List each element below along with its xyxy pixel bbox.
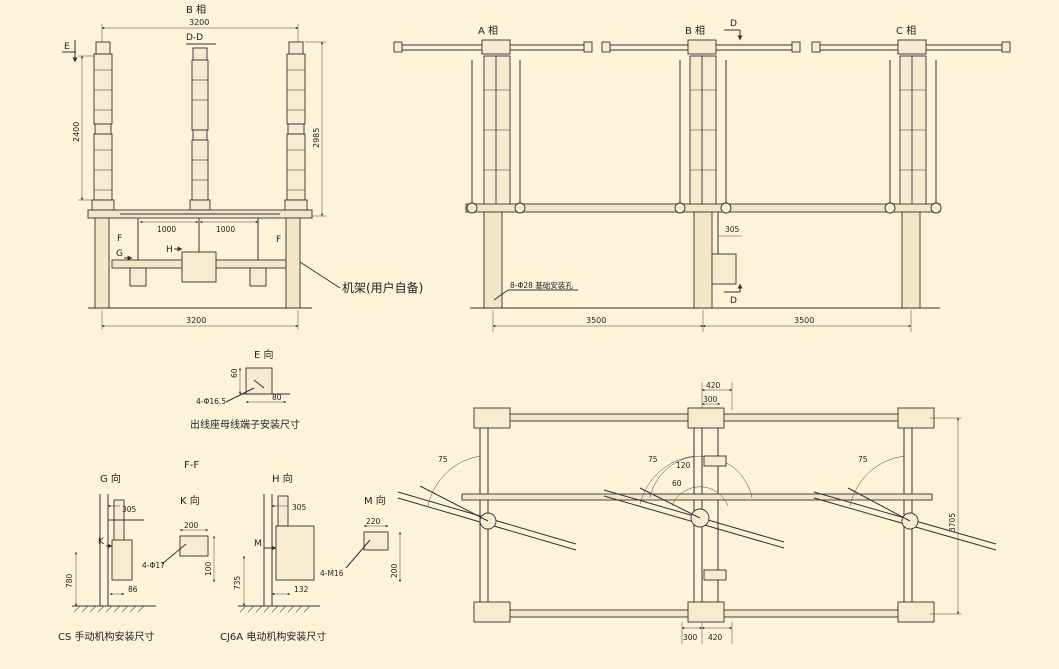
side-span-1: 3500 — [586, 316, 606, 325]
m-view-dim-200: 200 — [390, 563, 399, 578]
plan-view: 420 300 — [397, 381, 997, 644]
front-e-marker: E — [64, 42, 70, 52]
e-view-title: E 向 — [254, 348, 274, 361]
k-view: K 向 200 100 4-Φ17 — [142, 494, 216, 583]
k-view-hole: 4-Φ17 — [142, 561, 165, 570]
front-span-right: 1000 — [216, 225, 235, 234]
side-arm-a — [393, 39, 593, 55]
plan-angle-120: 120 — [676, 461, 691, 470]
front-span-left: 1000 — [157, 225, 176, 234]
front-bottom-dim: 3200 — [186, 316, 206, 325]
side-marker-d-bottom: D — [730, 296, 737, 306]
g-view-dim-305: 305 — [122, 505, 137, 514]
front-frame-note: 机架(用户自备) — [342, 280, 423, 295]
m-view-hole: 4-M16 — [320, 569, 344, 578]
plan-angle-60: 60 — [672, 479, 682, 488]
plan-angle-left: 75 — [438, 455, 448, 464]
h-view-caption: CJ6A 电动机构安装尺寸 — [220, 630, 326, 643]
side-motor-box — [711, 253, 737, 285]
k-view-dim-100: 100 — [204, 561, 213, 576]
side-arm-b — [601, 39, 801, 55]
front-section-label: D-D — [186, 33, 203, 43]
e-view-hole: 4-Φ16.5 — [196, 397, 226, 406]
front-marker-f-right: F — [276, 235, 281, 245]
plan-angle-mid: 75 — [648, 455, 658, 464]
h-motor-box — [275, 525, 315, 581]
front-left-insulator — [91, 41, 115, 211]
side-arm-c — [811, 39, 1011, 55]
m-view-title: M 向 — [364, 494, 386, 507]
h-view-dim-305: 305 — [292, 503, 307, 512]
h-view-title: H 向 — [272, 472, 293, 485]
side-phase-a: A 相 — [478, 24, 498, 37]
g-view: G 向 305 K 780 86 CS 手动机构安装尺寸 — [58, 472, 156, 643]
front-phase-label: B 相 — [186, 3, 206, 16]
g-view-marker-k: K — [98, 537, 105, 547]
front-middle-insulator — [189, 47, 211, 211]
g-view-dim-780: 780 — [65, 573, 74, 588]
side-hole-note: 8-Φ28 基础安装孔 — [510, 280, 573, 290]
g-view-dim-86: 86 — [128, 585, 138, 594]
g-view-caption: CS 手动机构安装尺寸 — [58, 630, 155, 643]
front-motor-box — [181, 251, 217, 283]
plan-dim-3705: 3705 — [948, 513, 957, 532]
side-dim-305: 305 — [725, 225, 740, 234]
e-view-caption: 出线座母线端子安装尺寸 — [190, 418, 300, 431]
h-view-dim-132: 132 — [294, 585, 309, 594]
plan-blade-c — [813, 487, 997, 551]
plan-dim-420-top: 420 — [706, 381, 721, 390]
e-view: E 向 60 80 4-Φ16.5 出线座母线端子安装尺寸 — [190, 348, 300, 431]
plan-blade-a — [397, 485, 577, 551]
front-height-right: 2985 — [312, 128, 321, 148]
m-view-dim-220: 220 — [366, 517, 381, 526]
front-marker-f-left: F — [117, 234, 122, 244]
k-view-title: K 向 — [180, 494, 200, 507]
h-view-dim-735: 735 — [233, 575, 242, 590]
e-view-dim-80: 80 — [272, 393, 282, 402]
plan-dim-420-bottom: 420 — [708, 633, 723, 642]
front-marker-h: H — [166, 245, 173, 255]
m-view: M 向 220 200 4-M16 — [320, 494, 402, 583]
front-height-left: 2400 — [72, 122, 81, 142]
front-marker-g: G — [116, 249, 123, 259]
side-span-2: 3500 — [794, 316, 814, 325]
h-view: H 向 305 M 735 132 CJ6A 电动机构安装尺寸 — [220, 472, 326, 643]
side-marker-d-top: D — [730, 19, 737, 29]
plan-dim-300-top: 300 — [703, 395, 718, 404]
front-right-insulator — [284, 41, 308, 211]
plan-angle-right: 75 — [858, 455, 868, 464]
e-view-dim-60: 60 — [230, 368, 239, 378]
h-view-marker-m: M — [254, 539, 262, 549]
front-view: B 相 3200 D-D E — [62, 3, 423, 330]
g-view-title: G 向 — [100, 472, 121, 485]
front-top-dim: 3200 — [189, 18, 209, 27]
side-view: A 相 B 相 C 相 D — [393, 19, 1011, 332]
side-phase-c: C 相 — [896, 24, 916, 37]
k-view-dim-200: 200 — [184, 521, 199, 530]
side-phase-b: B 相 — [685, 24, 705, 37]
ff-title: F-F — [184, 460, 199, 471]
plan-dim-300-bottom: 300 — [683, 633, 698, 642]
plan-blade-b — [603, 487, 785, 549]
